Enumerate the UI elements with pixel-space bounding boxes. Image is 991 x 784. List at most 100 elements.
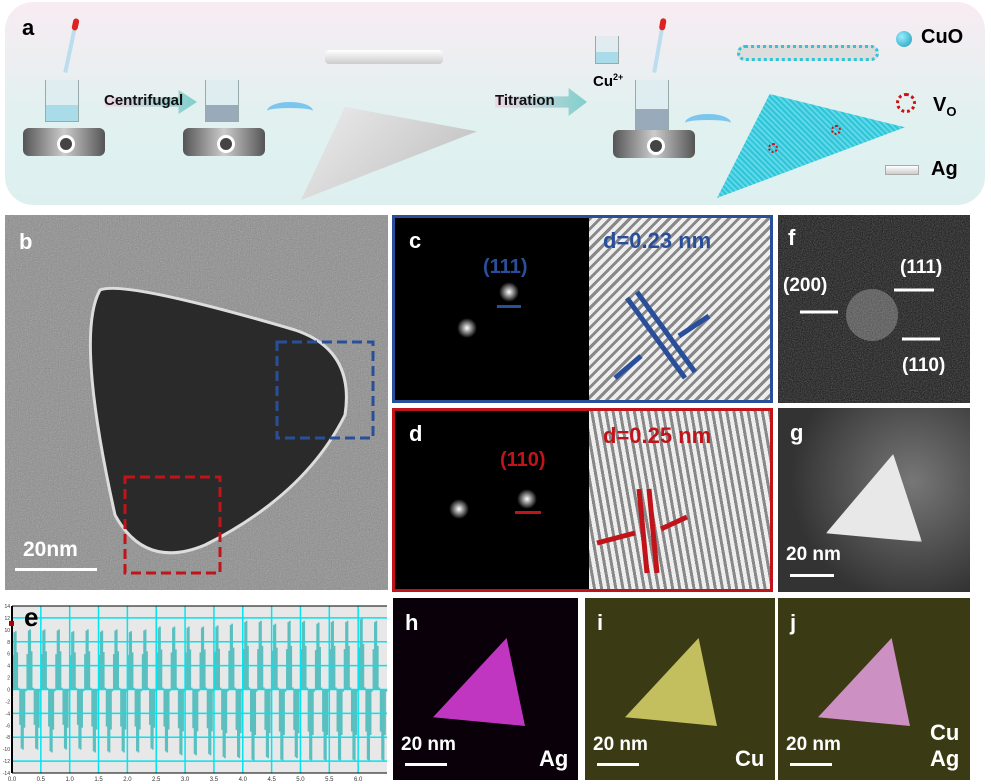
- data-bar: [75, 687, 78, 690]
- data-bar: [238, 689, 241, 759]
- plane-label: (110): [500, 449, 546, 471]
- data-bar: [381, 689, 383, 760]
- data-bar: [202, 626, 205, 690]
- panel-label-d: d: [409, 421, 423, 446]
- data-bar: [101, 630, 104, 690]
- data-bar: [29, 629, 32, 690]
- panel-label-h: h: [405, 610, 419, 635]
- data-bar: [185, 652, 187, 690]
- x-tick-label: 2.0: [123, 777, 132, 783]
- data-bar: [72, 631, 75, 690]
- vacancy-legend-icon: [896, 93, 916, 113]
- data-bar: [385, 689, 388, 692]
- data-bar: [56, 630, 59, 690]
- data-bar: [268, 689, 271, 734]
- data-bar: [283, 689, 285, 736]
- data-bar: [234, 687, 236, 690]
- data-bar: [366, 689, 369, 760]
- cu-ion-label: Cu2+: [593, 72, 624, 90]
- data-bar: [278, 689, 281, 732]
- data-bar: [136, 689, 138, 752]
- data-bar: [376, 645, 379, 690]
- panel-label-c: c: [409, 228, 422, 253]
- beaker-icon: [635, 80, 669, 130]
- stirrer-icon: [183, 128, 265, 156]
- data-bar: [290, 645, 293, 690]
- panel-label-b: b: [19, 229, 33, 254]
- y-tick-label: 0: [7, 688, 10, 694]
- data-bar: [170, 652, 173, 690]
- y-tick-label: 2: [7, 676, 10, 682]
- ag-nanoplate-side-icon: [325, 50, 443, 64]
- y-tick-label: -10: [3, 747, 10, 753]
- cuo-ag-nanoplate-icon: [717, 94, 905, 198]
- data-bar: [304, 645, 307, 690]
- data-bar: [287, 622, 290, 690]
- data-bar: [340, 689, 343, 736]
- red-dashed-box: [123, 475, 222, 575]
- data-bar: [110, 689, 112, 730]
- data-bar: [260, 620, 262, 690]
- data-bar: [255, 689, 258, 692]
- data-bar: [27, 630, 30, 690]
- panel-label-e: e: [24, 602, 39, 632]
- data-bar: [105, 689, 108, 727]
- beaker-icon: [205, 80, 239, 122]
- data-bar: [114, 630, 117, 690]
- panel-g-haadf: g 20 nm: [778, 408, 970, 592]
- ag-legend-icon: [885, 165, 919, 175]
- data-bar: [225, 689, 228, 734]
- scale-bar-label: 20 nm: [401, 734, 456, 755]
- data-bar: [123, 689, 125, 753]
- data-bar: [303, 620, 306, 690]
- data-bar: [95, 689, 98, 730]
- data-bar: [36, 689, 39, 750]
- data-bar: [245, 620, 248, 690]
- y-tick-label: 10: [4, 628, 10, 634]
- data-bar: [293, 689, 295, 730]
- data-bar: [62, 689, 65, 725]
- diffraction-spot: [499, 282, 519, 302]
- data-bar: [141, 654, 144, 690]
- scale-bar-label: 20 nm: [593, 734, 648, 755]
- data-bar: [169, 689, 171, 692]
- ag-map-particle: [433, 638, 525, 726]
- panel-label-f: f: [788, 225, 796, 250]
- data-bar: [33, 689, 36, 725]
- data-bar: [19, 689, 21, 725]
- data-bar: [322, 689, 324, 732]
- scale-bar: [790, 574, 834, 577]
- spot-label-200: (200): [783, 275, 828, 296]
- data-bar: [84, 654, 86, 690]
- data-bar: [195, 689, 197, 756]
- cu-beaker-icon: [595, 36, 619, 64]
- data-bar: [32, 687, 34, 690]
- data-bar: [216, 625, 219, 690]
- data-bar: [329, 649, 332, 690]
- data-bar: [144, 629, 147, 690]
- lattice-image: d=0.25 nm: [589, 411, 770, 589]
- data-bar: [248, 687, 251, 690]
- data-bar: [337, 689, 340, 760]
- data-bar: [198, 689, 200, 692]
- data-bar: [291, 687, 294, 690]
- x-tick-label: 2.5: [152, 777, 161, 783]
- data-bar: [319, 646, 321, 690]
- data-bar: [134, 689, 137, 727]
- data-bar: [280, 689, 283, 760]
- data-bar: [277, 687, 280, 690]
- y-tick-label: -6: [6, 723, 11, 729]
- y-tick-label: 4: [7, 664, 10, 670]
- pipette-icon: [63, 17, 80, 73]
- data-bar: [252, 689, 255, 762]
- data-bar: [228, 650, 231, 690]
- data-bar: [162, 687, 164, 690]
- lattice-image: d=0.23 nm: [589, 218, 770, 400]
- data-bar: [99, 631, 102, 690]
- data-bar: [186, 627, 189, 690]
- data-bar: [63, 689, 66, 749]
- data-bar: [336, 689, 339, 732]
- data-bar: [239, 689, 242, 734]
- data-bar: [49, 689, 52, 752]
- data-bar: [156, 652, 158, 690]
